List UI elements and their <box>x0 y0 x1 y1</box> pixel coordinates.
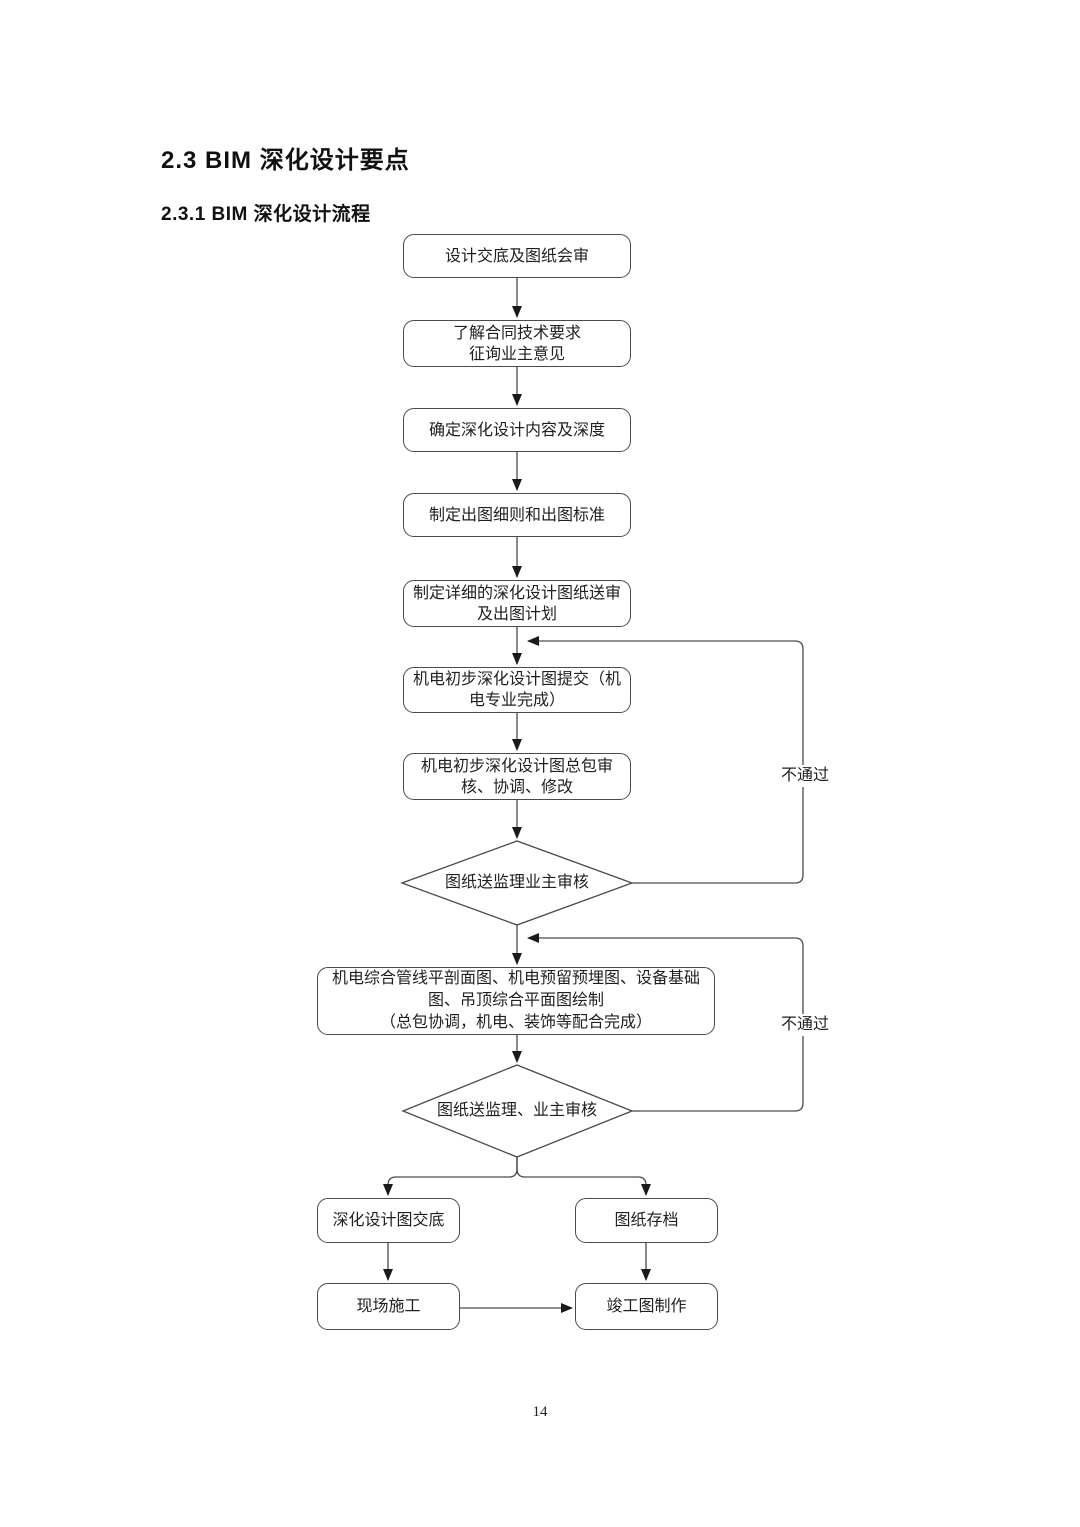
flow-node-text: 竣工图制作 <box>606 1298 687 1315</box>
flow-node-submission-plan: 制定详细的深化设计图纸送审 及出图计划 <box>403 580 631 627</box>
flow-node-site-construction: 现场施工 <box>317 1283 460 1330</box>
flow-node-text: 及出图计划 <box>476 605 557 623</box>
subsection-heading: 2.3.1 BIM 深化设计流程 <box>161 204 371 225</box>
flow-node-define-scope: 确定深化设计内容及深度 <box>403 408 631 452</box>
decision-diamond-2 <box>401 1064 634 1158</box>
connector-split-left <box>383 1157 518 1196</box>
flow-node-text: 机电初步深化设计图总包审 <box>420 757 613 775</box>
flow-node-text: 核、协调、修改 <box>460 778 573 796</box>
flow-node-text: 确定深化设计内容及深度 <box>428 421 605 439</box>
decision-diamond-1 <box>400 840 634 926</box>
flow-node-text: 图纸存档 <box>614 1212 679 1229</box>
connector-split-right <box>516 1157 651 1196</box>
flow-node-text: 机电综合管线平剖面图、机电预留预埋图、设备基础 <box>331 970 700 987</box>
flow-node-design-handover: 设计交底及图纸会审 <box>403 234 631 278</box>
page-number: 14 <box>532 1404 548 1420</box>
feedback-loop-1 <box>527 636 804 884</box>
flow-node-text: 深化设计图交底 <box>332 1212 445 1229</box>
flow-node-text: 机电初步深化设计图提交（机 <box>412 671 621 688</box>
flow-node-design-disclosure: 深化设计图交底 <box>317 1198 460 1243</box>
decision-label-review-1: 图纸送监理业主审核 <box>444 874 589 891</box>
flow-node-text: 图、吊顶综合平面图绘制 <box>427 992 604 1009</box>
flow-node-text: 现场施工 <box>356 1298 421 1315</box>
flow-node-gc-review: 机电初步深化设计图总包审 核、协调、修改 <box>403 753 631 800</box>
decision-label-review-2: 图纸送监理、业主审核 <box>436 1102 597 1119</box>
flow-node-text: 电专业完成） <box>468 692 565 709</box>
flow-node-contract-requirements: 了解合同技术要求 征询业主意见 <box>403 320 631 367</box>
flow-node-text: 制定详细的深化设计图纸送审 <box>412 584 621 602</box>
flow-node-comprehensive-drawings: 机电综合管线平剖面图、机电预留预埋图、设备基础 图、吊顶综合平面图绘制 （总包协… <box>317 967 715 1035</box>
flow-node-asbuilt-drawing: 竣工图制作 <box>575 1283 718 1330</box>
flow-node-drawing-rules: 制定出图细则和出图标准 <box>403 493 631 537</box>
fail-label-2: 不通过 <box>766 1014 844 1036</box>
section-heading: 2.3 BIM 深化设计要点 <box>161 147 410 174</box>
flow-node-text: （总包协调，机电、装饰等配合完成） <box>379 1014 652 1031</box>
flow-node-text: 设计交底及图纸会审 <box>444 247 589 265</box>
fail-label-1: 不通过 <box>766 765 844 787</box>
flow-node-text: 制定出图细则和出图标准 <box>428 506 605 524</box>
flow-node-mep-preliminary-submit: 机电初步深化设计图提交（机 电专业完成） <box>403 667 631 713</box>
flow-node-text: 征询业主意见 <box>468 345 565 363</box>
flow-node-text: 了解合同技术要求 <box>452 324 581 342</box>
flow-node-drawing-archive: 图纸存档 <box>575 1198 718 1243</box>
